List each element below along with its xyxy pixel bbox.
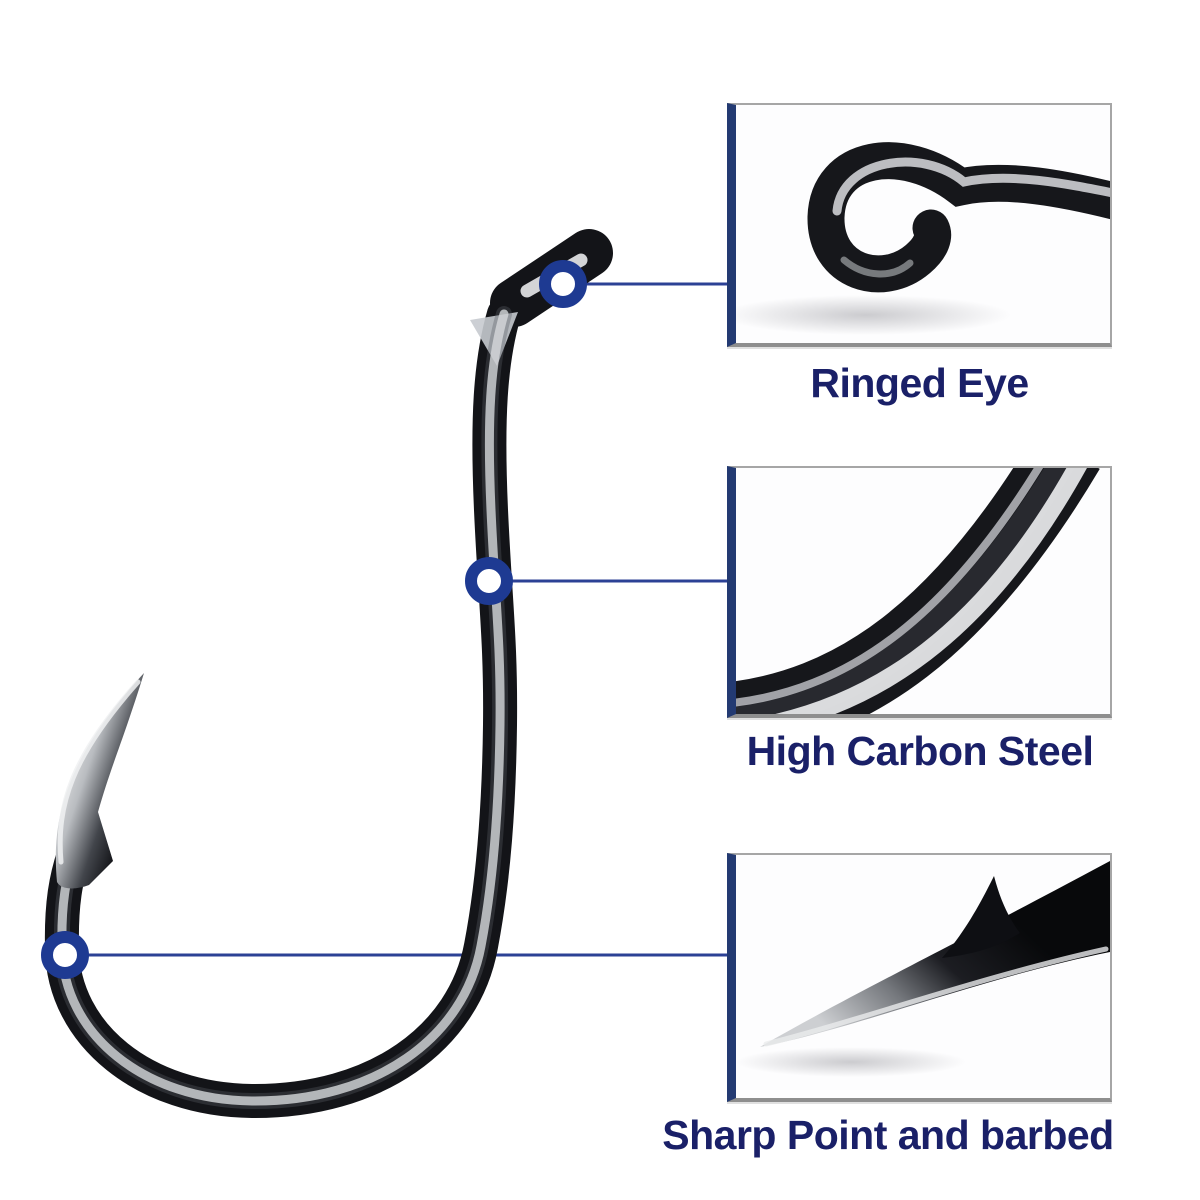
marker-high-carbon-steel — [465, 557, 513, 605]
callout-high-carbon-steel — [727, 466, 1112, 718]
hook-body — [44, 229, 613, 1119]
caption-sharp-point: Sharp Point and barbed — [662, 1112, 1114, 1158]
marker-ringed-eye — [539, 260, 587, 308]
marker-sharp-point — [41, 931, 89, 979]
callout-ringed-eye — [727, 103, 1112, 347]
caption-high-carbon-steel: High Carbon Steel — [746, 728, 1094, 774]
sharp-point-photo-frame — [727, 853, 1112, 1102]
ringed-eye-photo — [736, 105, 1110, 343]
sharp-point-photo — [736, 855, 1110, 1098]
caption-ringed-eye: Ringed Eye — [810, 360, 1029, 406]
callout-sharp-point — [727, 853, 1112, 1102]
connector-lines — [65, 282, 737, 957]
ringed-eye-photo-frame — [727, 103, 1112, 347]
steel-photo-frame — [727, 466, 1112, 718]
feature-markers — [41, 260, 587, 979]
high-carbon-steel-photo — [736, 468, 1110, 714]
